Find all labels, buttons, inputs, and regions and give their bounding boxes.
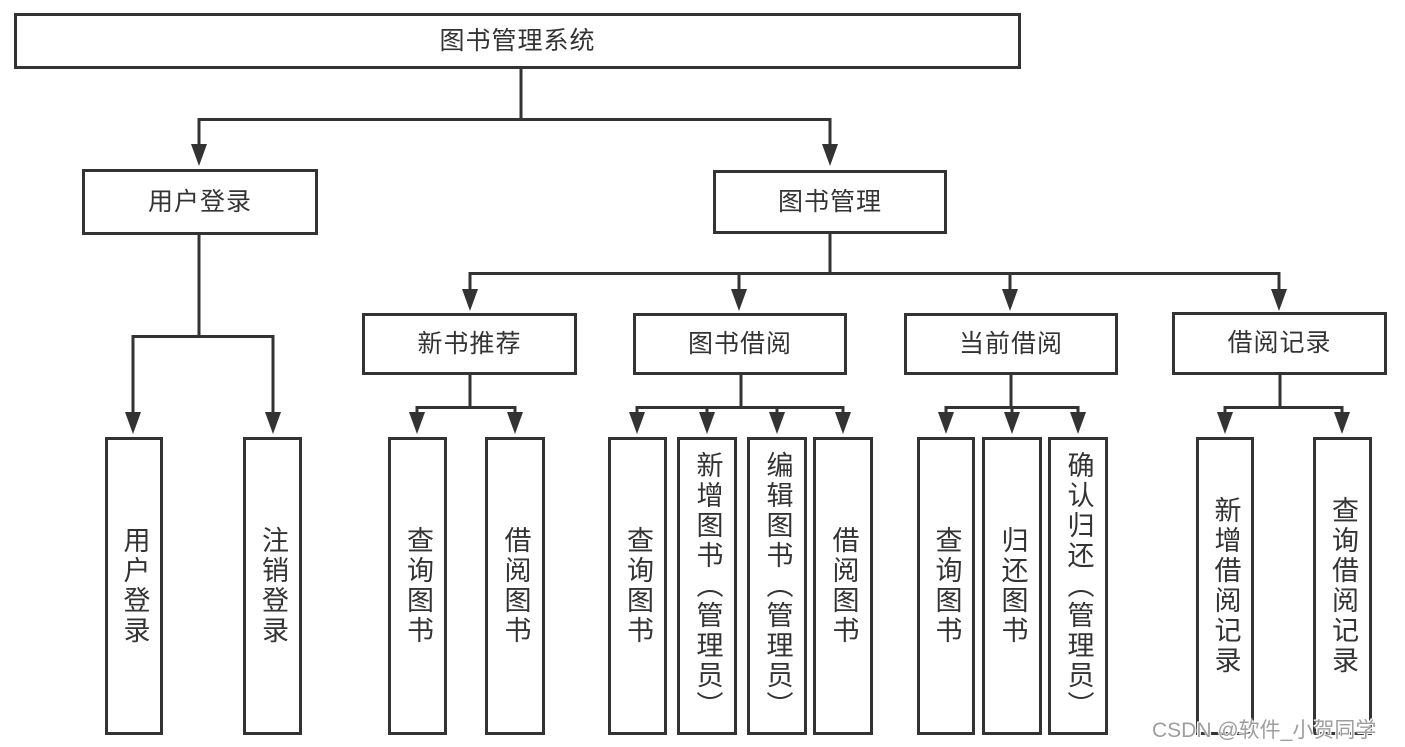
leaf-logout: 注销登录 — [243, 437, 302, 735]
leaf-current-query: 查询图书 — [917, 437, 975, 735]
node-root-label: 图书管理系统 — [439, 26, 596, 55]
node-book-management: 图书管理 — [713, 170, 947, 234]
node-current-borrow-label: 当前借阅 — [958, 329, 1063, 358]
connector-book-management-to-level3 — [468, 234, 1281, 295]
leaf-current-confirm-return: 确认归还（管理员） — [1048, 437, 1108, 735]
leaf-records-query-label: 查询借阅记录 — [1328, 496, 1358, 676]
connector-current-borrow-to-leaves — [944, 375, 1080, 418]
leaf-new-book-query: 查询图书 — [388, 437, 447, 735]
leaf-borrow-query-label: 查询图书 — [623, 526, 653, 646]
connector-book-borrow-to-leaves — [635, 375, 845, 418]
leaf-user-login: 用户登录 — [105, 437, 163, 735]
leaf-borrow-edit-book: 编辑图书（管理员） — [747, 437, 807, 735]
leaf-new-book-query-label: 查询图书 — [403, 526, 433, 646]
watermark: CSDN @软件_小贺同学 — [1152, 719, 1377, 742]
node-new-book-recommend: 新书推荐 — [362, 313, 577, 375]
leaf-new-book-borrow-label: 借阅图书 — [500, 526, 531, 646]
leaf-current-return-label: 归还图书 — [997, 526, 1028, 646]
node-book-management-label: 图书管理 — [777, 187, 882, 216]
leaf-borrow-query: 查询图书 — [608, 437, 667, 735]
leaf-borrow-borrow-book-label: 借阅图书 — [828, 526, 859, 646]
leaf-borrow-edit-book-label: 编辑图书（管理员） — [762, 451, 793, 721]
node-user-login-label: 用户登录 — [147, 187, 252, 216]
leaf-borrow-add-book-label: 新增图书（管理员） — [692, 451, 723, 721]
leaf-records-add-label: 新增借阅记录 — [1210, 496, 1241, 676]
leaf-borrow-add-book: 新增图书（管理员） — [677, 437, 737, 735]
leaf-current-query-label: 查询图书 — [931, 526, 962, 646]
node-root: 图书管理系统 — [14, 13, 1021, 69]
leaf-logout-label: 注销登录 — [258, 526, 288, 646]
leaf-new-book-borrow: 借阅图书 — [485, 437, 545, 735]
leaf-user-login-label: 用户登录 — [119, 526, 150, 646]
connector-borrow-records-to-leaves — [1223, 375, 1344, 418]
node-book-borrow: 图书借阅 — [633, 313, 847, 375]
node-borrow-records-label: 借阅记录 — [1227, 329, 1332, 357]
leaf-records-add: 新增借阅记录 — [1196, 437, 1254, 735]
node-new-book-recommend-label: 新书推荐 — [417, 329, 522, 358]
node-borrow-records: 借阅记录 — [1172, 312, 1387, 375]
leaf-borrow-borrow-book: 借阅图书 — [813, 437, 873, 735]
node-current-borrow: 当前借阅 — [904, 313, 1118, 375]
connector-user-login-to-leaves — [131, 235, 275, 418]
node-user-login: 用户登录 — [82, 169, 318, 235]
node-book-borrow-label: 图书借阅 — [687, 329, 792, 358]
arrowheads — [125, 144, 1350, 434]
connector-root-to-level2 — [197, 68, 832, 150]
leaf-current-return: 归还图书 — [982, 437, 1042, 735]
connector-new-book-to-leaves — [415, 375, 517, 418]
leaf-records-query: 查询借阅记录 — [1313, 437, 1372, 735]
leaf-current-confirm-return-label: 确认归还（管理员） — [1063, 451, 1094, 721]
